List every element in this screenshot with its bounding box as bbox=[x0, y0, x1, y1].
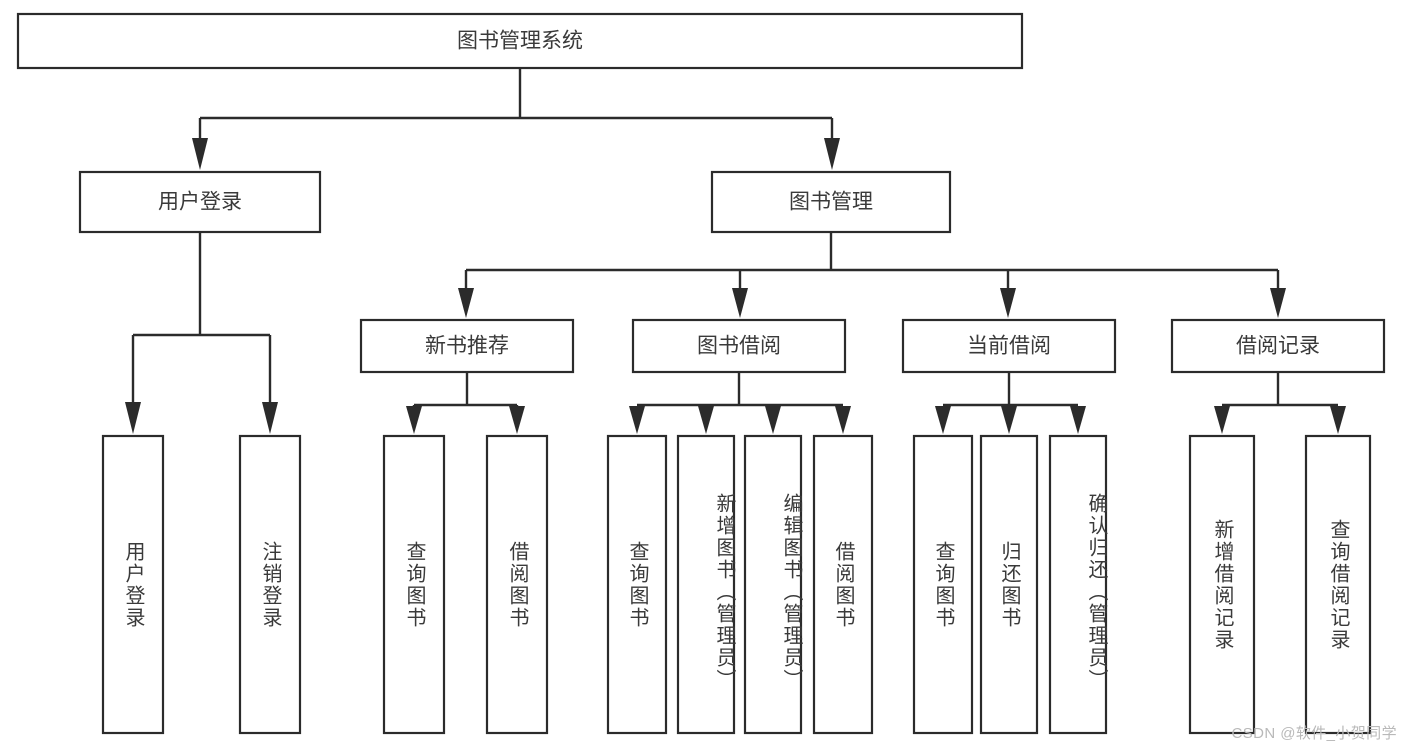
node-new-book-recommend[interactable]: 新书推荐 bbox=[359, 318, 575, 374]
arrow-head-leaf-bookborrow-1 bbox=[629, 406, 645, 434]
arrow-head-leaf-currentborrow-1 bbox=[935, 406, 951, 434]
arrow-head-leaf-newbook-2 bbox=[509, 406, 525, 434]
arrow-head-borrow-record bbox=[1270, 288, 1286, 318]
leaf-box-bookborrow-1[interactable] bbox=[606, 434, 668, 735]
node-current-borrow[interactable]: 当前借阅 bbox=[901, 318, 1117, 374]
leaf-box-newbook-1[interactable] bbox=[382, 434, 446, 735]
arrow-head-leaf-user-login-1 bbox=[125, 402, 141, 434]
node-user-login[interactable]: 用户登录 bbox=[78, 170, 322, 234]
leaf-box-borrowrecord-2[interactable] bbox=[1304, 434, 1372, 735]
node-book-management[interactable]: 图书管理 bbox=[710, 170, 952, 234]
root-box[interactable] bbox=[16, 12, 1024, 70]
arrow-head-userlogin bbox=[192, 138, 208, 170]
root-label: 图书管理系统 bbox=[457, 30, 583, 53]
node-root[interactable]: 图书管理系统 bbox=[16, 12, 1024, 70]
arrow-head-bookmgmt bbox=[824, 138, 840, 170]
book-management-label: 图书管理 bbox=[789, 191, 873, 214]
new-book-recommend-label: 新书推荐 bbox=[425, 335, 509, 358]
book-management-box[interactable] bbox=[710, 170, 952, 234]
arrow-head-leaf-newbook-1 bbox=[406, 406, 422, 434]
user-login-label: 用户登录 bbox=[158, 191, 242, 214]
arrow-head-leaf-bookborrow-2 bbox=[698, 406, 714, 434]
leaf-box-user-login-1[interactable] bbox=[101, 434, 165, 735]
arrow-head-current-borrow bbox=[1000, 288, 1016, 318]
arrow-head-leaf-borrowrecord-1 bbox=[1214, 406, 1230, 434]
borrow-record-box[interactable] bbox=[1170, 318, 1386, 374]
arrow-head-leaf-user-login-2 bbox=[262, 402, 278, 434]
leaf-box-currentborrow-3[interactable] bbox=[1048, 434, 1108, 735]
borrow-record-label: 借阅记录 bbox=[1236, 335, 1320, 358]
leaf-box-currentborrow-2[interactable] bbox=[979, 434, 1039, 735]
leaf-box-bookborrow-2[interactable] bbox=[676, 434, 736, 735]
new-book-recommend-box[interactable] bbox=[359, 318, 575, 374]
leaf-box-bookborrow-3[interactable] bbox=[743, 434, 803, 735]
arrow-head-leaf-bookborrow-4 bbox=[835, 406, 851, 434]
watermark-text: CSDN @软件_小贺同学 bbox=[1231, 725, 1397, 742]
node-book-borrow[interactable]: 图书借阅 bbox=[631, 318, 847, 374]
book-borrow-box[interactable] bbox=[631, 318, 847, 374]
leaf-box-user-login-2[interactable] bbox=[238, 434, 302, 735]
arrow-head-leaf-currentborrow-2 bbox=[1001, 406, 1017, 434]
leaf-box-bookborrow-4[interactable] bbox=[812, 434, 874, 735]
current-borrow-box[interactable] bbox=[901, 318, 1117, 374]
node-borrow-record[interactable]: 借阅记录 bbox=[1170, 318, 1386, 374]
leaf-box-borrowrecord-1[interactable] bbox=[1188, 434, 1256, 735]
leaf-box-newbook-2[interactable] bbox=[485, 434, 549, 735]
arrow-head-leaf-bookborrow-3 bbox=[765, 406, 781, 434]
arrow-head-leaf-currentborrow-3 bbox=[1070, 406, 1086, 434]
book-borrow-label: 图书借阅 bbox=[697, 335, 781, 358]
leaf-box-currentborrow-1[interactable] bbox=[912, 434, 974, 735]
arrow-head-new-book bbox=[458, 288, 474, 318]
arrow-head-book-borrow bbox=[732, 288, 748, 318]
arrow-head-leaf-borrowrecord-2 bbox=[1330, 406, 1346, 434]
current-borrow-label: 当前借阅 bbox=[967, 335, 1051, 358]
